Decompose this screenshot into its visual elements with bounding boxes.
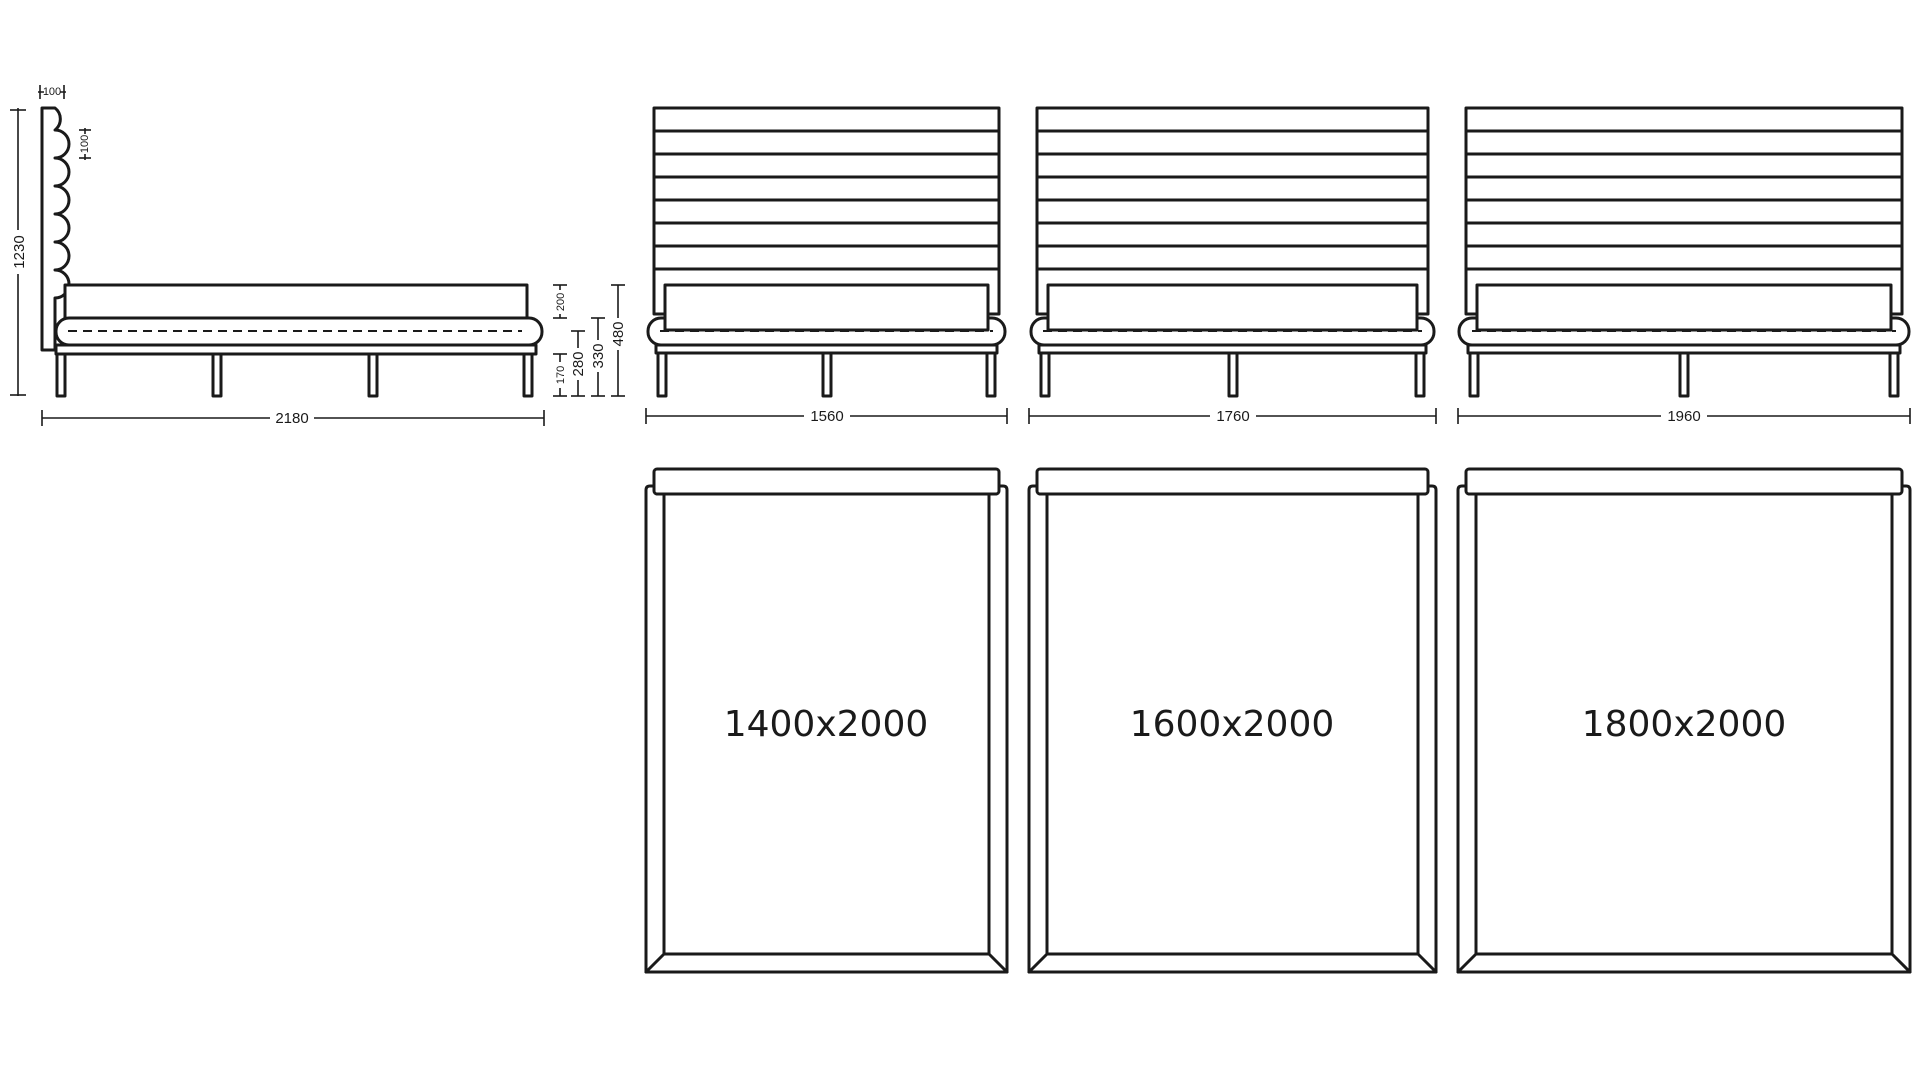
dim-mattress-height: 200	[553, 284, 567, 319]
top-view-1800x2000: 1800x2000	[1456, 467, 1912, 974]
front-headboard	[1035, 106, 1430, 316]
dim-front-width-1760: 1760	[1028, 408, 1437, 425]
front-leg	[1678, 351, 1690, 398]
dim-label-overall-length: 2180	[275, 410, 308, 427]
front-leg	[985, 351, 997, 398]
front-view-1560: 1560	[645, 106, 1008, 425]
dim-front-width-1960: 1960	[1457, 408, 1911, 425]
front-mattress	[1046, 283, 1419, 332]
front-leg	[1468, 351, 1480, 398]
front-view-1960: 1960	[1457, 106, 1911, 425]
front-headboard	[652, 106, 1001, 316]
dim-label-top-height: 480	[610, 321, 627, 346]
dim-cushion-pitch: 100	[79, 128, 91, 160]
dim-leg-height: 170	[553, 353, 567, 397]
dim-platform-height: 330	[590, 317, 607, 397]
dim-label-overall-height: 1230	[11, 235, 28, 268]
side-leg	[55, 352, 67, 398]
top-frame-outer	[1456, 484, 1912, 974]
top-headboard	[1464, 467, 1904, 496]
front-leg	[821, 351, 833, 398]
front-view-1760: 1760	[1028, 106, 1437, 425]
dim-label-leg-height: 170	[555, 366, 567, 384]
headboard-slats	[1035, 129, 1430, 271]
front-leg	[1414, 351, 1426, 398]
top-view-1600x2000: 1600x2000	[1027, 467, 1438, 974]
dim-top-height: 480	[610, 284, 627, 397]
dim-label-frame-height: 280	[570, 351, 587, 376]
side-view: 100 100 1230 2180	[9, 85, 627, 427]
front-leg	[1888, 351, 1900, 398]
front-leg	[1039, 351, 1051, 398]
front-mattress	[663, 283, 990, 332]
headboard-slats	[652, 129, 1001, 271]
top-frame-outer	[644, 484, 1009, 974]
bed-size-label: 1800x2000	[1582, 704, 1787, 745]
top-headboard	[652, 467, 1001, 496]
dim-label-mattress-height: 200	[555, 293, 567, 311]
top-frame-outer	[1027, 484, 1438, 974]
headboard-slats	[1464, 129, 1904, 271]
bed-size-label: 1400x2000	[724, 704, 929, 745]
top-headboard	[1035, 467, 1430, 496]
front-leg	[1227, 351, 1239, 398]
front-mattress	[1475, 283, 1893, 332]
bed-size-label: 1600x2000	[1130, 704, 1335, 745]
dim-front-width-1560: 1560	[645, 408, 1008, 425]
dim-label-cushion-pitch: 100	[79, 135, 91, 153]
dim-label-front-width: 1760	[1216, 408, 1249, 425]
front-leg	[656, 351, 668, 398]
dim-headboard-thickness: 100	[38, 85, 66, 99]
dim-overall-length: 2180	[41, 410, 545, 427]
top-view-1400x2000: 1400x2000	[644, 467, 1009, 974]
side-leg	[367, 352, 379, 398]
headboard-profile	[40, 106, 71, 352]
side-leg	[522, 352, 534, 398]
dim-label-headboard-thickness: 100	[43, 86, 61, 98]
dim-label-front-width: 1960	[1667, 408, 1700, 425]
dim-overall-height: 1230	[9, 108, 28, 396]
dim-label-platform-height: 330	[590, 343, 607, 368]
front-headboard	[1464, 106, 1904, 316]
dim-frame-height: 280	[570, 330, 587, 397]
dim-label-front-width: 1560	[810, 408, 843, 425]
side-frame-rail	[54, 343, 538, 356]
side-leg	[211, 352, 223, 398]
